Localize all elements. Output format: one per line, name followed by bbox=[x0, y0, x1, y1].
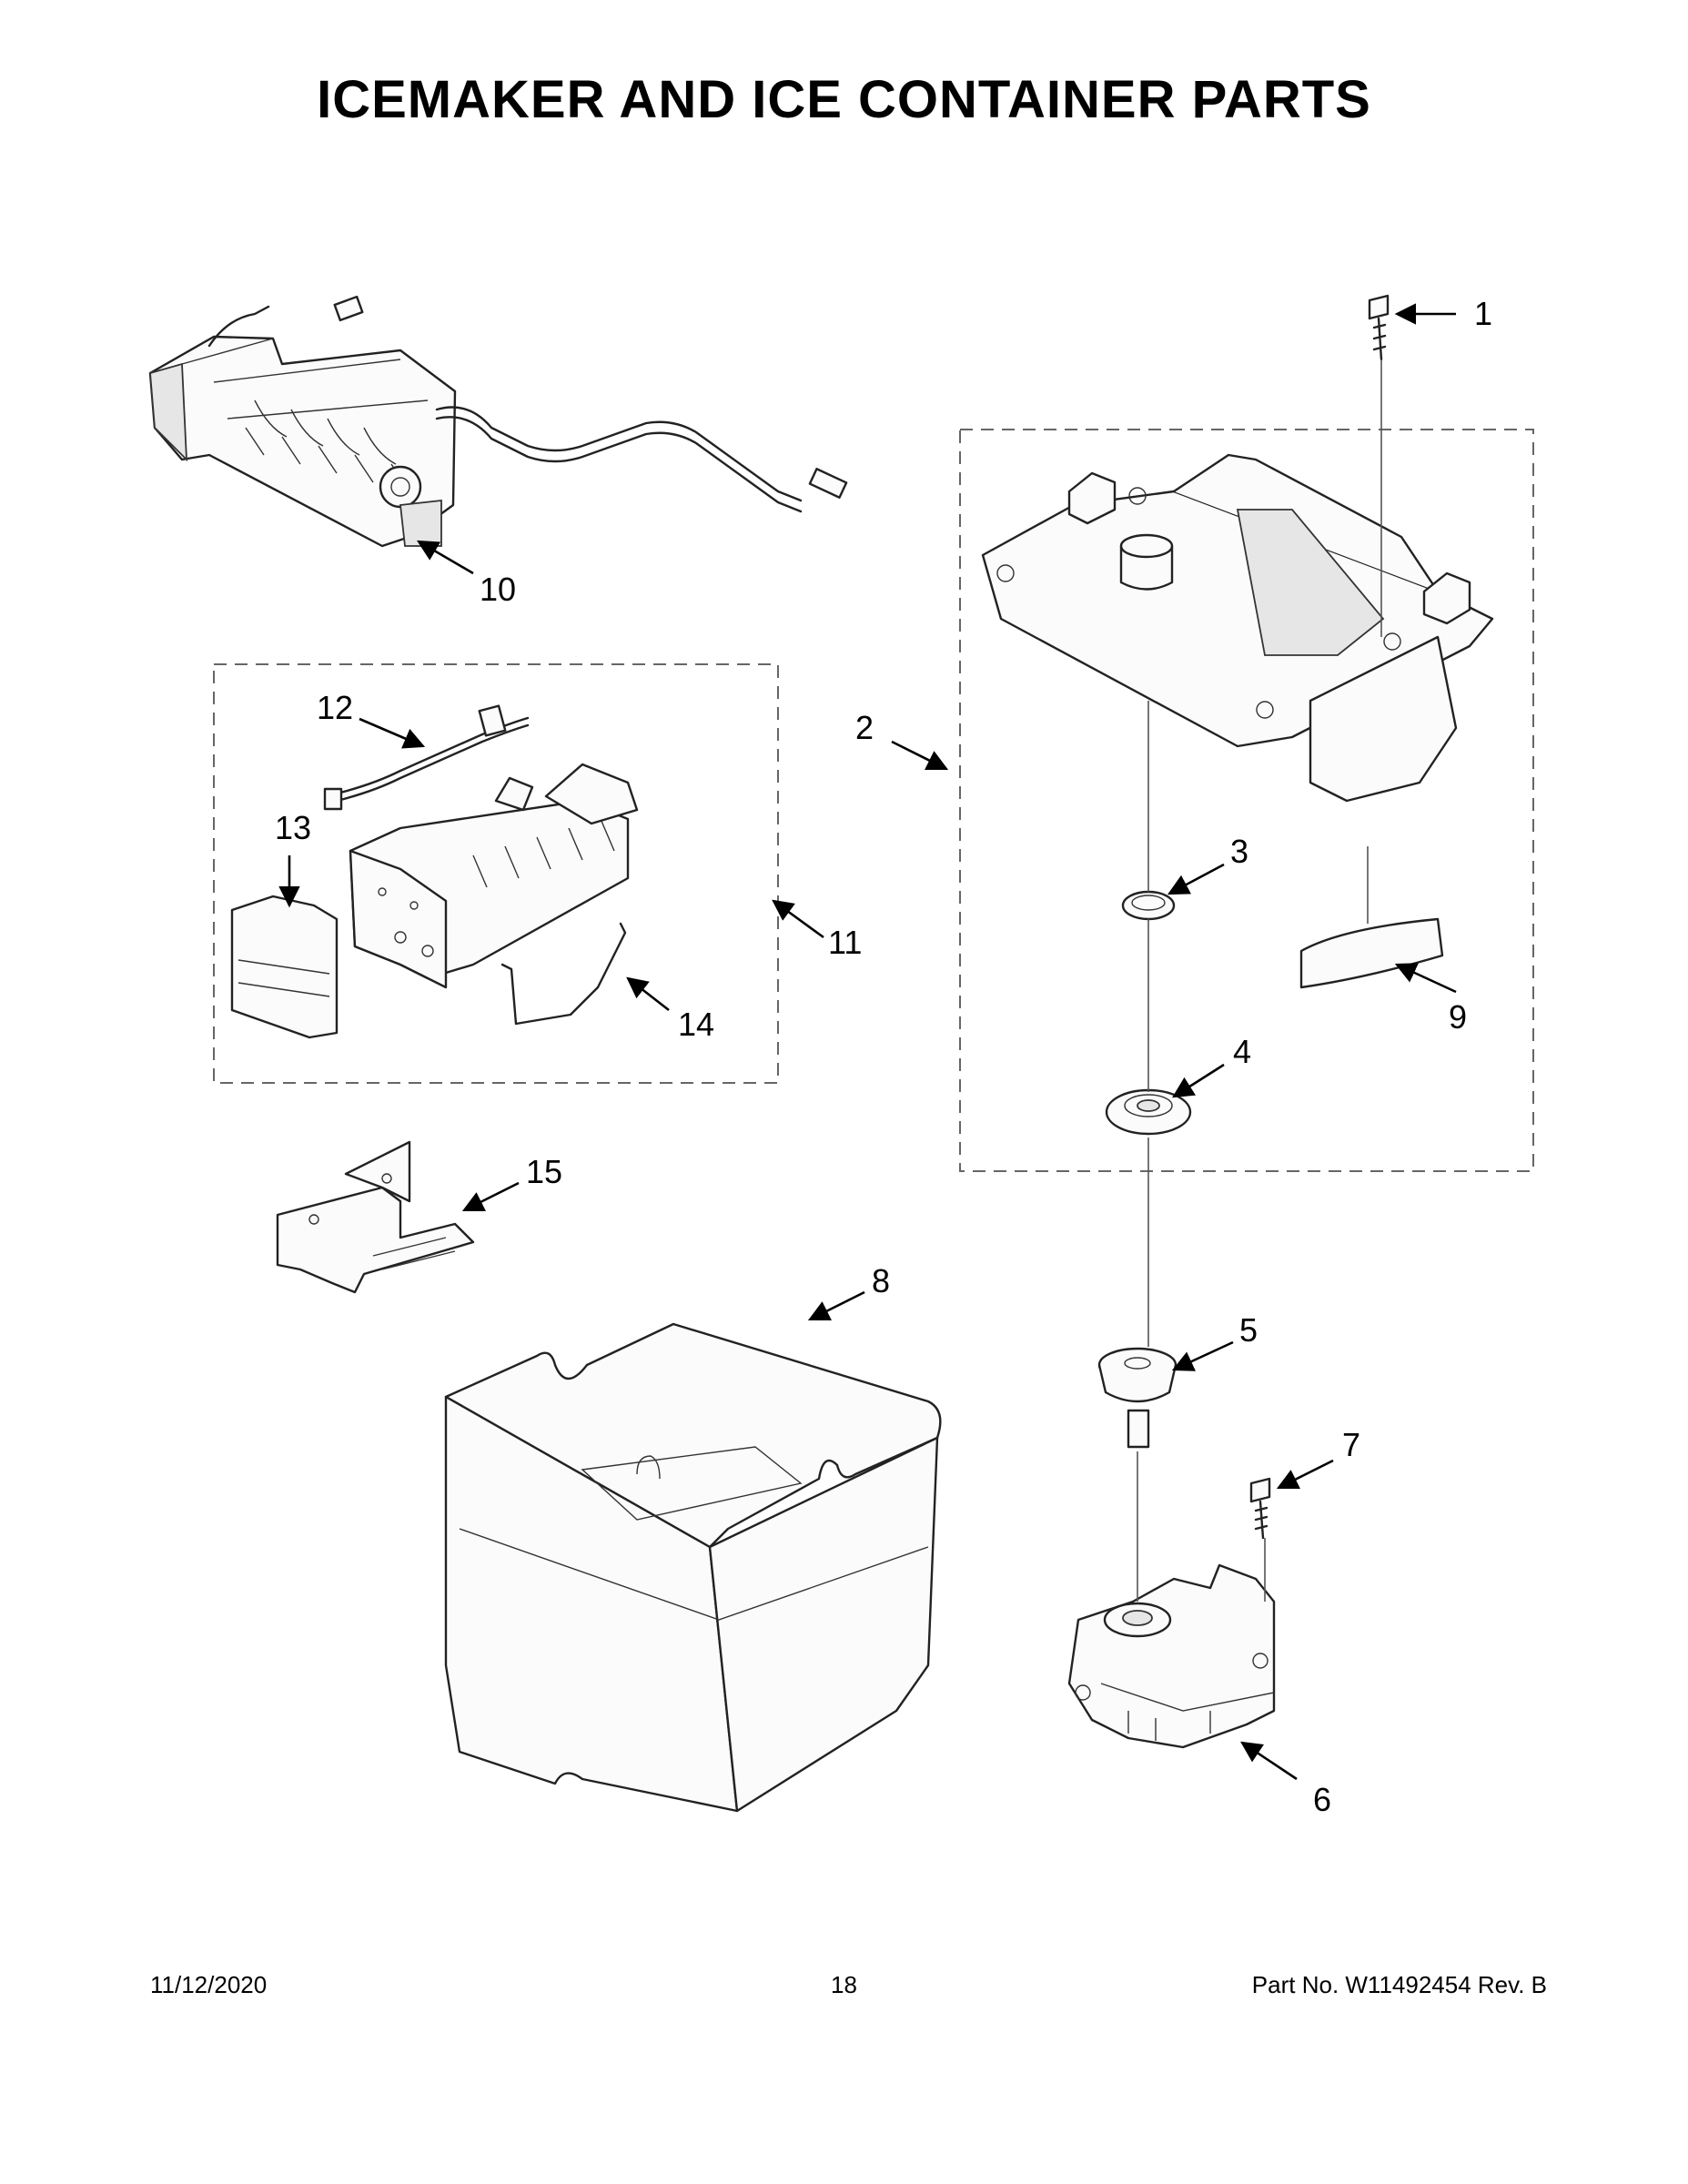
icemaker-module-part bbox=[349, 763, 639, 989]
callout-9: 9 bbox=[1449, 998, 1467, 1036]
top-screw-part bbox=[1368, 294, 1390, 361]
ice-container-lid-part bbox=[981, 453, 1494, 803]
assembly-box-2 bbox=[959, 429, 1534, 1172]
callout-5: 5 bbox=[1239, 1311, 1258, 1349]
callout-13: 13 bbox=[275, 809, 311, 846]
assembly-box-11 bbox=[213, 663, 779, 1084]
wire-harness-part bbox=[323, 704, 530, 811]
coupler-part bbox=[1097, 1347, 1178, 1449]
chute-seal-part bbox=[1299, 917, 1444, 989]
icemaker-assembly-part bbox=[148, 295, 848, 548]
footer-page-number: 18 bbox=[831, 1971, 857, 1998]
callout-10: 10 bbox=[480, 571, 516, 608]
callout-7: 7 bbox=[1342, 1426, 1360, 1463]
ice-container-part bbox=[444, 1322, 942, 1813]
bearing-part bbox=[1121, 890, 1176, 921]
callout-2: 2 bbox=[855, 709, 874, 746]
seal-part bbox=[1105, 1088, 1192, 1136]
callout-6: 6 bbox=[1313, 1781, 1331, 1818]
callout-11: 11 bbox=[828, 924, 862, 961]
callout-8: 8 bbox=[872, 1262, 890, 1299]
callout-4: 4 bbox=[1233, 1033, 1251, 1070]
footer-date: 11/12/2020 bbox=[150, 1971, 268, 1998]
screw-part bbox=[1249, 1477, 1271, 1540]
callout-14: 14 bbox=[678, 1006, 714, 1043]
callout-1: 1 bbox=[1474, 295, 1492, 332]
callout-3: 3 bbox=[1230, 833, 1248, 870]
icemaker-cover-part bbox=[230, 895, 339, 1039]
callout-12: 12 bbox=[317, 689, 353, 726]
callout-15: 15 bbox=[526, 1153, 562, 1190]
leader-lines bbox=[278, 303, 1457, 1781]
auger-motor-part bbox=[1067, 1563, 1276, 1749]
page-title: ICEMAKER AND ICE CONTAINER PARTS bbox=[317, 70, 1371, 129]
bracket-part bbox=[276, 1140, 475, 1294]
bail-arm-part bbox=[500, 922, 627, 1026]
footer-part-number: Part No. W11492454 Rev. B bbox=[1251, 1971, 1547, 1998]
